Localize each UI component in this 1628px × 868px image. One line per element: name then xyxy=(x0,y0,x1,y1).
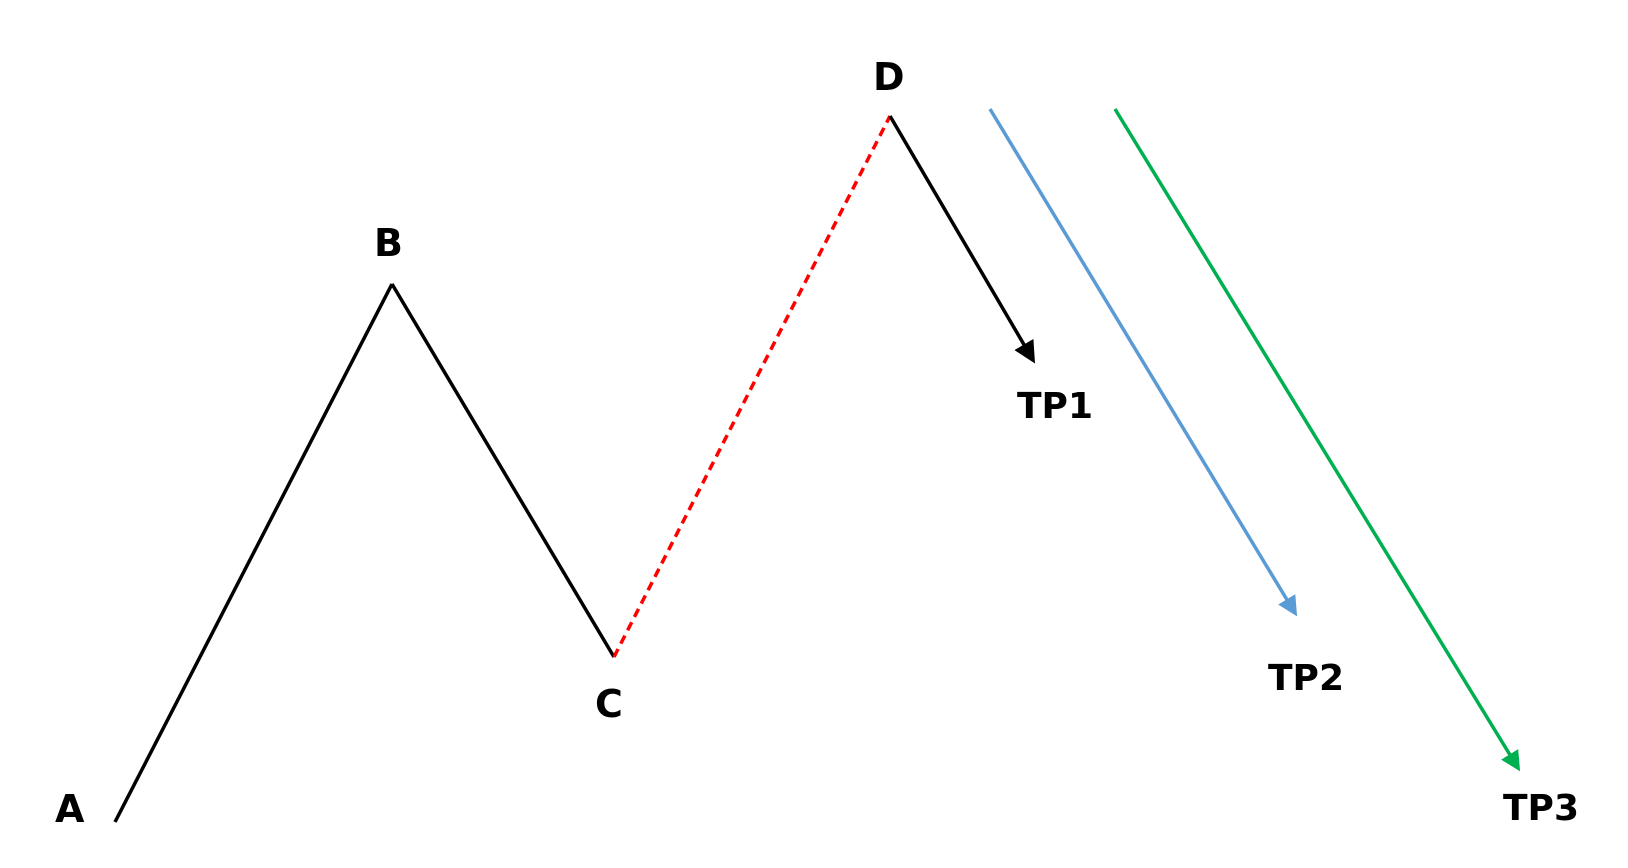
leg-bc-line xyxy=(390,283,616,658)
tp3-arrow xyxy=(1113,108,1521,772)
leg-cd-dashed-line xyxy=(612,115,892,658)
tp1-label: TP1 xyxy=(1017,386,1093,427)
tp1-arrow xyxy=(888,115,1036,364)
leg-ab-line xyxy=(113,283,394,823)
tp2-arrow xyxy=(988,108,1298,617)
point-d-label: D xyxy=(873,55,905,99)
point-b-label: B xyxy=(374,221,403,265)
tp2-label: TP2 xyxy=(1268,658,1344,699)
point-c-label: C xyxy=(595,682,623,726)
tp3-label: TP3 xyxy=(1503,788,1579,829)
point-a-label: A xyxy=(55,787,85,831)
